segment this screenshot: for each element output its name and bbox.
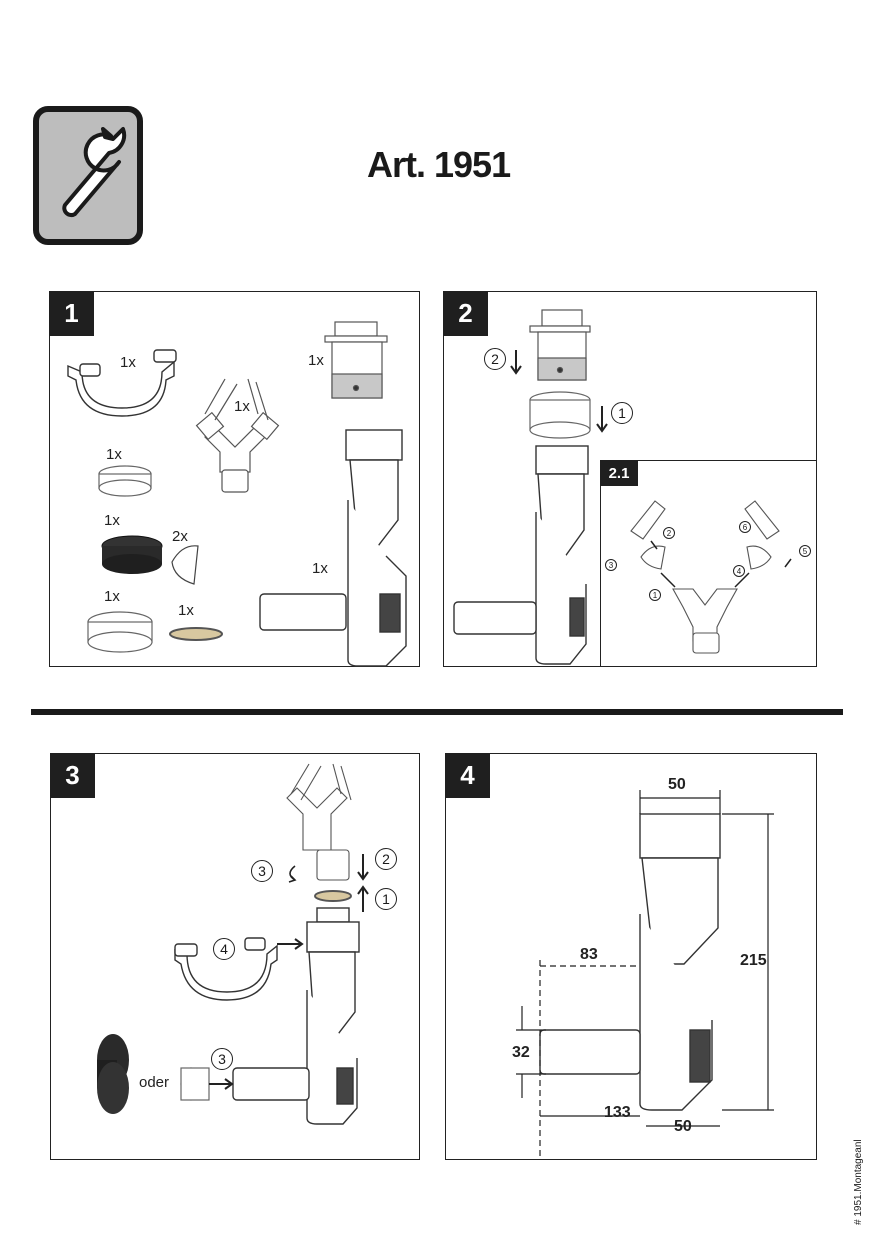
y-connector-part [195,378,280,493]
qty-ring-black: 1x [104,512,120,529]
step-badge: 1 [49,291,94,336]
ring-small-part [98,465,152,497]
wrench-icon [33,106,143,245]
siphon-part [453,445,589,665]
ring-part [529,391,591,439]
arrow-up-icon [357,885,369,912]
y-connector-part [286,763,352,881]
assembly-illustration [97,763,369,1125]
step-badge: 4 [445,753,490,798]
sub-step-4: 4 [733,565,745,577]
panel-step-1: 1 [49,291,420,667]
section-divider [31,709,843,715]
step-badge: 3 [50,753,95,798]
clip-part [67,349,177,417]
washer-part [314,890,352,902]
dim-top: 50 [668,776,686,793]
step-number-1: 1 [611,402,633,424]
arrow-down-icon [596,406,608,433]
step-number-3b: 3 [211,1048,233,1070]
qty-plug: 2x [172,528,188,545]
y-connector-assembly [630,500,792,654]
sub-step-3: 3 [605,559,617,571]
ring-black-part [101,535,163,574]
clip-part [174,937,278,1001]
adapter-part [529,309,591,381]
qty-adapter: 1x [308,352,324,369]
step-badge: 2 [443,291,488,336]
page-title: Art. 1951 [367,144,511,185]
sub-step-6: 6 [739,521,751,533]
document-id: # 1951.Montageanl [853,1139,864,1225]
qty-ring-large: 1x [104,588,120,605]
dim-bottom: 50 [674,1118,692,1135]
siphon-part [232,907,360,1125]
qty-clip: 1x [120,354,136,371]
subpanel-2-1: 2.1 1 2 3 4 5 6 [600,460,817,667]
dimension-drawing [516,790,774,1160]
arrow-down-icon [510,350,522,375]
washer-part [169,627,223,641]
rotate-icon [288,865,297,883]
assembly-illustration [453,309,608,665]
step-number-2: 2 [484,348,506,370]
step-number-4: 4 [213,938,235,960]
siphon-part [539,813,721,1111]
parts-illustration [67,321,407,667]
arrow-right-icon [209,1078,234,1090]
dimension-lines [516,790,774,1160]
oder-label: oder [139,1074,170,1091]
panel-step-3: 3 [50,753,420,1160]
step-number-1: 1 [375,888,397,910]
plug-part [171,545,199,585]
dim-height: 215 [740,952,767,969]
arrow-right-icon [277,938,304,950]
dim-total: 133 [604,1104,631,1121]
ring-small-part [180,1067,210,1101]
dim-depth: 83 [580,946,598,963]
panel-step-2: 2 2 1 2.1 [443,291,817,667]
qty-ring-small: 1x [106,446,122,463]
qty-washer: 1x [178,602,194,619]
arrow-down-icon [357,854,369,881]
adapter-part [324,321,388,399]
qty-siphon: 1x [312,560,328,577]
sub-step-2: 2 [663,527,675,539]
siphon-part [259,429,407,667]
sub-badge: 2.1 [600,460,638,486]
step-number-2: 2 [375,848,397,870]
sub-step-1: 1 [649,589,661,601]
qty-connector: 1x [234,398,250,415]
panel-step-4: 4 50 215 83 32 133 50 [445,753,817,1160]
sub-step-5: 5 [799,545,811,557]
dim-pipe: 32 [512,1044,530,1061]
step-number-3: 3 [251,860,273,882]
ring-black-part [97,1034,129,1114]
ring-large-part [87,611,153,653]
